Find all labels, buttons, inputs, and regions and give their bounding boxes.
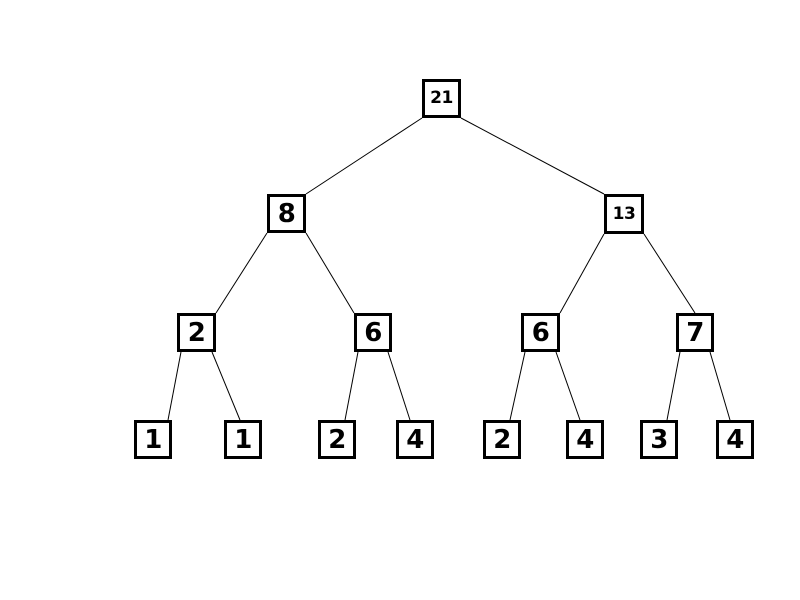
tree-node-value: 6 bbox=[364, 317, 382, 348]
tree-node[interactable]: 1 bbox=[224, 420, 262, 459]
tree-edge bbox=[666, 351, 681, 421]
tree-node[interactable]: 1 bbox=[134, 420, 172, 459]
tree-node[interactable]: 13 bbox=[604, 194, 644, 234]
tree-edge bbox=[559, 233, 605, 314]
tree-node-value: 21 bbox=[430, 88, 453, 108]
tree-node[interactable]: 21 bbox=[422, 79, 461, 118]
tree-node[interactable]: 4 bbox=[716, 420, 754, 459]
tree-node-value: 6 bbox=[531, 317, 550, 348]
tree-edge bbox=[211, 351, 241, 421]
tree-node[interactable]: 3 bbox=[640, 420, 678, 459]
tree-edge bbox=[643, 233, 696, 314]
tree-node[interactable]: 6 bbox=[521, 313, 560, 352]
tree-edge bbox=[215, 232, 268, 314]
tree-node-value: 1 bbox=[144, 424, 162, 455]
tree-node[interactable]: 2 bbox=[177, 313, 216, 352]
tree-node[interactable]: 4 bbox=[396, 420, 434, 459]
tree-node-value: 4 bbox=[726, 424, 744, 455]
tree-node[interactable]: 6 bbox=[354, 313, 392, 352]
tree-edge bbox=[305, 232, 355, 314]
tree-node-value: 4 bbox=[576, 424, 594, 455]
tree-node[interactable]: 8 bbox=[267, 194, 306, 233]
tree-edge bbox=[387, 351, 411, 421]
tree-node[interactable]: 4 bbox=[566, 420, 604, 459]
tree-node-value: 7 bbox=[686, 317, 704, 348]
tree-node[interactable]: 7 bbox=[676, 313, 714, 352]
tree-node-value: 3 bbox=[650, 424, 668, 455]
tree-edge bbox=[344, 351, 359, 421]
tree-node-value: 1 bbox=[234, 424, 252, 455]
tree-edge bbox=[509, 351, 526, 421]
tree-node-value: 2 bbox=[328, 424, 346, 455]
tree-edge bbox=[167, 351, 182, 421]
tree-edge bbox=[555, 351, 581, 421]
tree-node[interactable]: 2 bbox=[318, 420, 356, 459]
tree-node-value: 2 bbox=[187, 317, 206, 348]
tree-edge bbox=[709, 351, 731, 421]
tree-node-value: 2 bbox=[493, 424, 511, 455]
tree-node[interactable]: 2 bbox=[483, 420, 521, 459]
tree-edge bbox=[305, 117, 423, 195]
tree-node-value: 8 bbox=[277, 198, 296, 229]
tree-node-value: 13 bbox=[612, 203, 636, 224]
tree-edge bbox=[460, 117, 605, 195]
tree-node-value: 4 bbox=[406, 424, 424, 455]
